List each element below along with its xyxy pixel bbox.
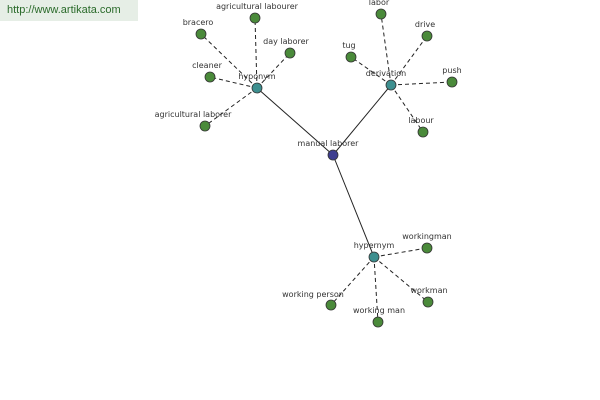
label-bracero: bracero [183, 18, 214, 27]
label-day-laborer: day laborer [263, 37, 309, 46]
edge-derivation-labour [390, 84, 424, 133]
node-day-laborer[interactable] [284, 47, 296, 59]
edge-hypernym-working-person [330, 256, 375, 306]
edge-hypernym-workman [373, 256, 429, 303]
edge-hypernym-working-man [373, 256, 379, 323]
label-push: push [442, 66, 461, 75]
label-labour: labour [408, 116, 434, 125]
node-hyponym[interactable] [251, 82, 263, 94]
label-working-person: working person [282, 290, 344, 299]
edge-hyponym-bracero [200, 33, 258, 89]
node-labour[interactable] [417, 126, 429, 138]
node-workingman[interactable] [421, 242, 433, 254]
edge-hyponym-cleaner [209, 76, 258, 89]
label-cleaner: cleaner [192, 61, 222, 70]
label-tug: tug [342, 41, 355, 50]
label-agricultural-labourer: agricultural labourer [216, 2, 299, 11]
label-labor: labor [369, 0, 390, 7]
edge-hyponym [256, 87, 334, 156]
label-derivation: derivation [366, 69, 406, 78]
label-working-man: working man [353, 306, 405, 315]
edge-hyponym-day-laborer [256, 52, 291, 89]
edge-derivation-push [390, 81, 453, 86]
node-workman[interactable] [422, 296, 434, 308]
graph-labels: manual laborer hyponym agricultural labour… [155, 0, 462, 315]
node-derivation[interactable] [385, 79, 397, 91]
label-workman: workman [410, 286, 447, 295]
label-workingman: workingman [402, 232, 452, 241]
node-cleaner[interactable] [204, 71, 216, 83]
watermark-url: http://www.artikata.com [0, 0, 138, 21]
edge-hypernym [332, 154, 375, 258]
label-drive: drive [415, 20, 435, 29]
graph-edges [200, 13, 453, 323]
edge-derivation-drive [390, 35, 428, 86]
label-hypernym: hypernym [354, 241, 395, 250]
label-manual-laborer: manual laborer [298, 139, 360, 148]
edge-hyponym-agricultural-labourer [254, 17, 258, 89]
graph-nodes [195, 8, 458, 328]
edge-derivation [332, 84, 392, 156]
label-hyponym: hyponym [238, 72, 276, 81]
label-agricultural-laborer: agricultural laborer [155, 110, 232, 119]
node-working-man[interactable] [372, 316, 384, 328]
node-agricultural-labourer[interactable] [249, 12, 261, 24]
edge-hypernym-workingman [373, 247, 428, 258]
node-manual-laborer[interactable] [327, 149, 339, 161]
node-labor[interactable] [375, 8, 387, 20]
node-tug[interactable] [345, 51, 357, 63]
node-agricultural-laborer[interactable] [199, 120, 211, 132]
edge-derivation-labor [380, 13, 392, 86]
node-bracero[interactable] [195, 28, 207, 40]
node-hypernym[interactable] [368, 251, 380, 263]
edge-derivation-tug [350, 56, 392, 86]
node-push[interactable] [446, 76, 458, 88]
node-drive[interactable] [421, 30, 433, 42]
edge-hyponym-agricultural-laborer [204, 87, 258, 127]
node-working-person[interactable] [325, 299, 337, 311]
